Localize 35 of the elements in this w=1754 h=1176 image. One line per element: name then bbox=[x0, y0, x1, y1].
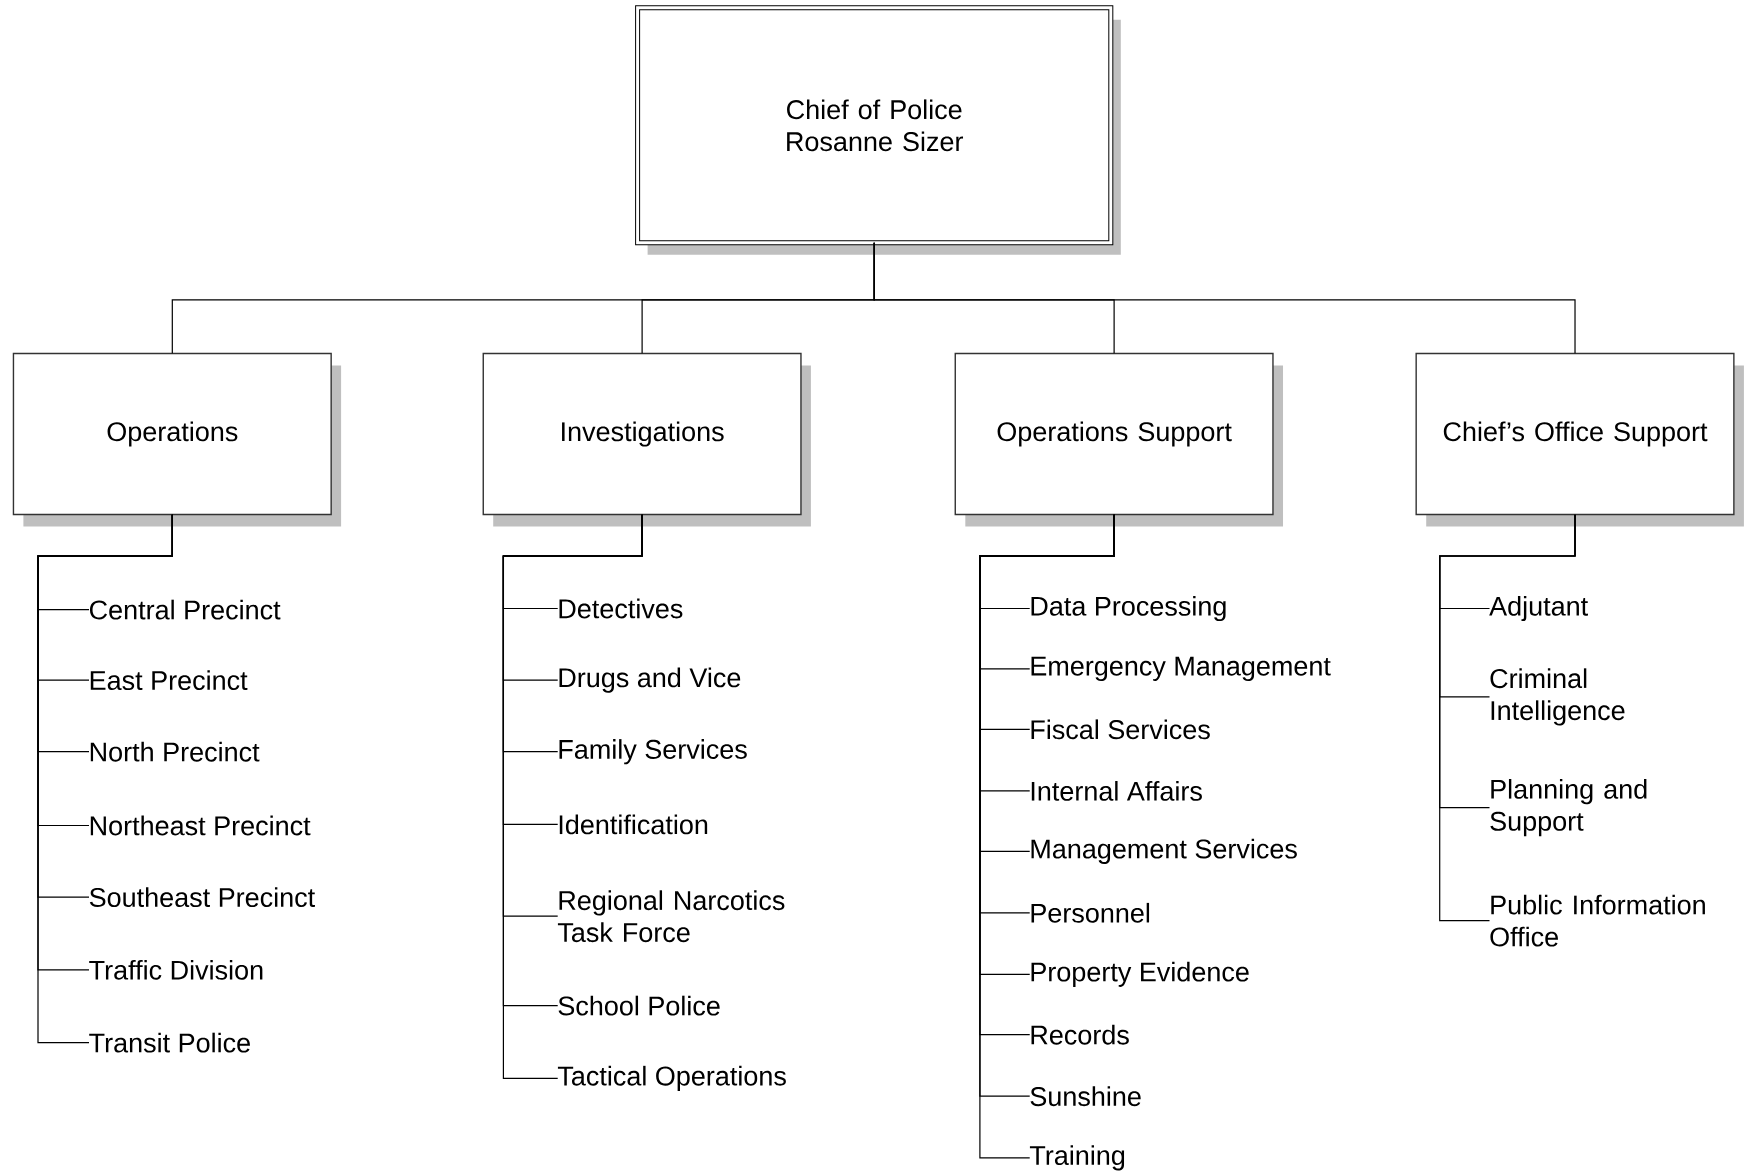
unit-label: Drugs and Vice bbox=[559, 667, 741, 693]
unit-label: Southeast Precinct bbox=[89, 887, 315, 908]
unit-label: Detectives bbox=[559, 598, 683, 619]
unit-label: Personnel bbox=[1031, 902, 1150, 923]
unit-label: Planning and Support bbox=[1490, 779, 1647, 837]
unit-label: Central Precinct bbox=[89, 599, 281, 620]
unit-label: Fiscal Services bbox=[1031, 719, 1210, 740]
unit-label: Adjutant bbox=[1489, 595, 1588, 622]
unit-label: Sunshine bbox=[1030, 1086, 1141, 1107]
department-box: Operations bbox=[12, 352, 342, 527]
unit-label: Training bbox=[1029, 1145, 1125, 1171]
unit-label: Emergency Management bbox=[1031, 656, 1331, 681]
unit-label: School Police bbox=[558, 995, 720, 1016]
unit-label: Regional Narcotics Task Force bbox=[557, 890, 785, 943]
unit-label: Data Processing bbox=[1031, 595, 1226, 622]
department-box: Operations Support bbox=[954, 352, 1283, 527]
unit-label: Public Information Office bbox=[1490, 894, 1705, 947]
unit-label: Transit Police bbox=[89, 1032, 250, 1053]
unit-label: Criminal Intelligence bbox=[1490, 668, 1625, 726]
chief-box: Chief of Police Rosanne Sizer bbox=[635, 5, 1121, 255]
unit-label: Northeast Precinct bbox=[90, 815, 311, 836]
connector-line bbox=[873, 242, 1576, 354]
unit-label: Tactical Operations bbox=[557, 1065, 786, 1091]
unit-label: Property Evidence bbox=[1031, 961, 1249, 987]
unit-label: Traffic Division bbox=[89, 959, 263, 980]
unit-label: Internal Affairs bbox=[1031, 781, 1202, 801]
unit-label: Identification bbox=[559, 814, 708, 835]
unit-label: Records bbox=[1031, 1024, 1129, 1045]
unit-label: Family Services bbox=[559, 739, 747, 765]
unit-label: North Precinct bbox=[90, 741, 260, 762]
unit-label: Management Services bbox=[1031, 838, 1297, 864]
department-box: Investigations bbox=[482, 352, 811, 527]
connector-line bbox=[1439, 514, 1576, 922]
unit-label: East Precinct bbox=[90, 670, 248, 691]
department-box: Chief’s Office Support bbox=[1415, 352, 1744, 527]
